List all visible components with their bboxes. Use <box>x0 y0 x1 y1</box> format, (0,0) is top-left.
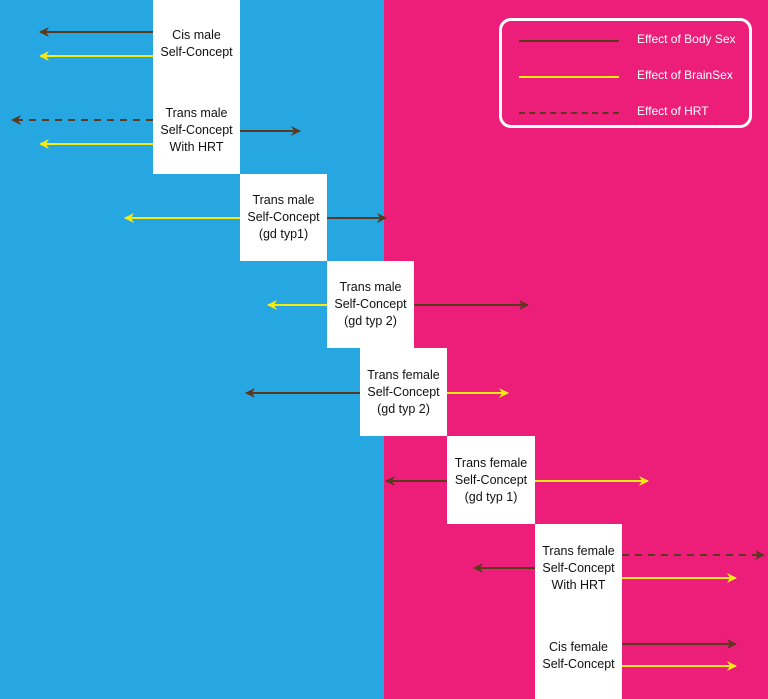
concept-label: Trans female Self-Concept (gd typ 2) <box>367 367 440 416</box>
legend-label: Effect of Body Sex <box>637 32 736 46</box>
concept-label: Trans female Self-Concept (gd typ 1) <box>454 455 528 504</box>
legend-item-hrt: Effect of HRT <box>502 103 752 123</box>
legend-item-brain-sex: Effect of BrainSex <box>502 67 752 87</box>
legend-item-body-sex: Effect of Body Sex <box>502 31 752 51</box>
concept-label: Cis female Self-Concept <box>542 639 615 671</box>
legend-label: Effect of BrainSex <box>637 68 733 82</box>
concept-trans-female-gd-typ2: Trans female Self-Concept (gd typ 2) <box>360 348 447 436</box>
concept-label: Trans male Self-Concept With HRT <box>160 106 233 154</box>
concept-cis-female: Cis female Self-Concept <box>535 612 622 699</box>
legend: Effect of Body Sex Effect of BrainSex Ef… <box>499 18 752 128</box>
legend-swatch <box>519 76 619 78</box>
concept-label: Trans female Self-Concept With HRT <box>542 543 615 592</box>
concept-cis-male: Cis male Self-Concept <box>153 0 240 87</box>
concept-label: Trans male Self-Concept (gd typ1) <box>247 193 320 241</box>
legend-label: Effect of HRT <box>637 104 709 118</box>
concept-label: Cis male Self-Concept <box>160 27 233 59</box>
concept-trans-male-gd-typ1: Trans male Self-Concept (gd typ1) <box>240 174 327 261</box>
concept-label: Trans male Self-Concept (gd typ 2) <box>334 280 407 328</box>
concept-trans-male-gd-typ2: Trans male Self-Concept (gd typ 2) <box>327 261 414 348</box>
concept-trans-female-gd-typ1: Trans female Self-Concept (gd typ 1) <box>447 436 535 524</box>
legend-swatch <box>519 40 619 42</box>
legend-swatch <box>519 112 619 114</box>
concept-trans-male-hrt: Trans male Self-Concept With HRT <box>153 87 240 174</box>
concept-trans-female-hrt: Trans female Self-Concept With HRT <box>535 524 622 612</box>
